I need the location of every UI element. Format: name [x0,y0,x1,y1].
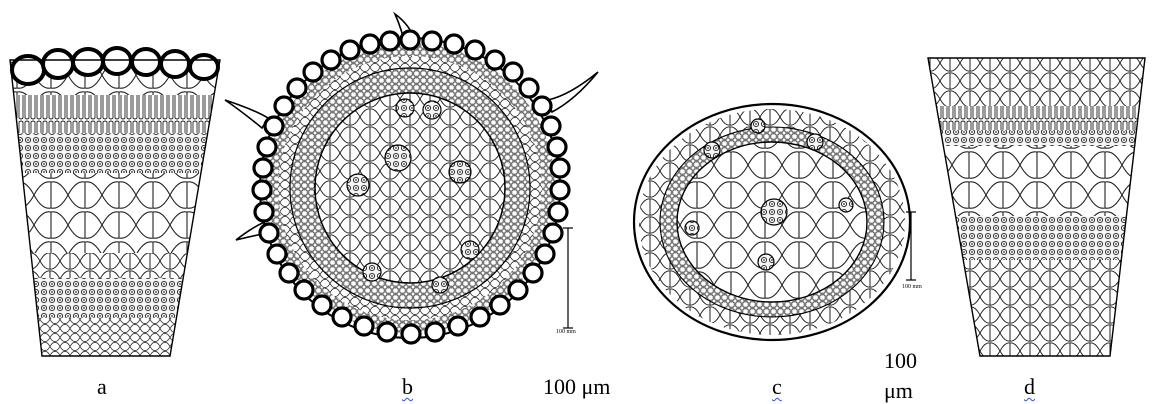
right-scale-label-unit: μm [884,380,913,402]
panel-a-label: a [97,376,107,398]
panel-b-section [225,14,598,350]
right-scale-label-number: 100 [884,350,917,372]
panel-c-section [630,100,920,350]
panel-b-scale-bar [563,228,573,328]
panel-d-label: d [1024,376,1035,398]
tiny-scale-text-c: 100 mm [902,284,922,290]
center-scale-label: 100 μm [543,376,610,398]
panel-c-label: c [772,376,782,398]
tiny-scale-text-b: 100 mm [556,329,576,335]
panel-d-section [920,40,1160,370]
panel-a-section [0,40,230,370]
panel-b-label: b [402,376,413,398]
